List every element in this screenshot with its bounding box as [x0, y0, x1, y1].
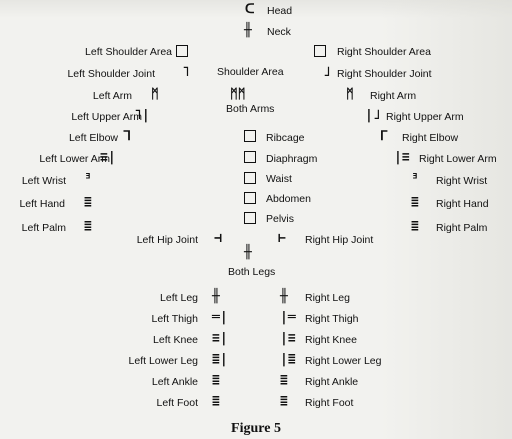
left-leg-label: Left Leg — [160, 292, 198, 304]
pelvis-symbol — [244, 212, 256, 224]
both-arms-label: Both Arms — [226, 103, 275, 115]
left-palm-symbol: ≣ — [84, 219, 92, 234]
right-lower-leg-label: Right Lower Leg — [305, 355, 382, 367]
left-hip-joint-symbol: ⊣ — [214, 231, 222, 246]
left-arm-label: Left Arm — [92, 90, 132, 102]
right-knee-label: Right Knee — [305, 334, 357, 346]
right-upper-arm-symbol: |˩ — [365, 108, 381, 123]
shoulder-area-label: Shoulder Area — [217, 66, 284, 78]
right-shoulder-area-symbol — [314, 45, 326, 57]
left-elbow-label: Left Elbow — [68, 132, 118, 144]
right-foot-symbol: ≣ — [280, 394, 288, 409]
figure-caption: Figure 5 — [231, 421, 281, 436]
pelvis-label: Pelvis — [266, 213, 295, 225]
left-thigh-symbol: ═| — [212, 310, 228, 325]
left-foot-label: Left Foot — [156, 397, 198, 409]
left-arm-symbol: ᛗ — [151, 87, 159, 102]
head-symbol: ᑕ — [245, 2, 255, 17]
right-foot-label: Right Foot — [305, 397, 354, 409]
right-upper-arm-label: Right Upper Arm — [386, 111, 464, 123]
ribcage-label: Ribcage — [266, 132, 305, 144]
diaphragm-symbol — [244, 151, 256, 163]
right-ankle-label: Right Ankle — [305, 376, 359, 388]
right-palm-label: Right Palm — [436, 222, 488, 234]
left-shoulder-joint-symbol: ˥ — [182, 65, 190, 80]
left-hand-label: Left Hand — [19, 198, 65, 210]
right-arm-label: Right Arm — [370, 90, 417, 102]
both-arms-symbol: ᛗᛗ — [230, 87, 246, 102]
abdomen-symbol — [244, 192, 256, 204]
ribcage-symbol — [244, 130, 256, 142]
left-ankle-symbol: ≣ — [212, 373, 220, 388]
right-lower-arm-label: Right Lower Arm — [419, 153, 497, 165]
waist-symbol — [244, 172, 256, 184]
right-leg-symbol: ╫ — [280, 289, 288, 304]
both-legs-symbol: ╫ — [244, 245, 252, 260]
left-lower-arm-label: Left Lower Arm — [39, 153, 110, 165]
right-thigh-label: Right Thigh — [305, 313, 359, 325]
waist-label: Waist — [266, 173, 292, 185]
left-shoulder-joint-label: Left Shoulder Joint — [67, 68, 155, 80]
right-hand-symbol: ≣ — [411, 195, 419, 210]
right-arm-symbol: ᛗ — [346, 87, 354, 102]
left-thigh-label: Left Thigh — [151, 313, 198, 325]
left-lower-arm-symbol: ≡| — [100, 150, 116, 165]
left-lower-leg-symbol: ≣| — [212, 352, 228, 367]
left-shoulder-area-symbol — [176, 45, 188, 57]
right-shoulder-joint-symbol: ˩ — [323, 65, 331, 80]
right-shoulder-area-label: Right Shoulder Area — [337, 46, 431, 58]
left-wrist-label: Left Wrist — [21, 175, 66, 187]
left-upper-arm-label: Left Upper Arm — [71, 111, 142, 123]
both-legs-label: Both Legs — [228, 266, 276, 278]
left-foot-symbol: ≣ — [212, 394, 220, 409]
right-shoulder-joint-label: Right Shoulder Joint — [337, 68, 432, 80]
left-knee-symbol: ≡| — [212, 331, 228, 346]
right-leg-label: Right Leg — [305, 292, 350, 304]
left-palm-label: Left Palm — [21, 222, 66, 234]
left-upper-arm-symbol: ˥| — [134, 108, 150, 123]
right-thigh-symbol: |═ — [280, 310, 296, 325]
left-elbow-symbol: ᒣ — [123, 129, 131, 144]
right-elbow-label: Right Elbow — [402, 132, 459, 144]
neck-label: Neck — [267, 26, 291, 38]
right-hip-joint-symbol: ⊢ — [278, 231, 286, 246]
neck-symbol: ╫ — [244, 23, 252, 38]
left-knee-label: Left Knee — [153, 334, 198, 346]
head-label: Head — [267, 5, 293, 17]
abdomen-label: Abdomen — [266, 193, 311, 205]
right-ankle-symbol: ≣ — [280, 373, 288, 388]
left-shoulder-area-label: Left Shoulder Area — [85, 46, 172, 58]
left-ankle-label: Left Ankle — [151, 376, 198, 388]
page-bleed-right — [380, 0, 512, 439]
left-wrist-symbol: ᴲ — [84, 172, 92, 187]
right-palm-symbol: ≣ — [411, 219, 419, 234]
left-hip-joint-label: Left Hip Joint — [136, 234, 198, 246]
right-knee-symbol: |≡ — [280, 331, 296, 346]
left-lower-leg-label: Left Lower Leg — [128, 355, 198, 367]
right-elbow-symbol: ᒥ — [380, 129, 388, 144]
right-lower-leg-symbol: |≣ — [280, 352, 296, 367]
right-wrist-label: Right Wrist — [436, 175, 488, 187]
right-wrist-symbol: ᴲ — [411, 172, 419, 187]
diaphragm-label: Diaphragm — [266, 153, 318, 165]
right-hand-label: Right Hand — [436, 198, 489, 210]
right-lower-arm-symbol: |≡ — [394, 150, 410, 165]
left-leg-symbol: ╫ — [212, 289, 220, 304]
left-hand-symbol: ≣ — [84, 195, 92, 210]
right-hip-joint-label: Right Hip Joint — [305, 234, 374, 246]
